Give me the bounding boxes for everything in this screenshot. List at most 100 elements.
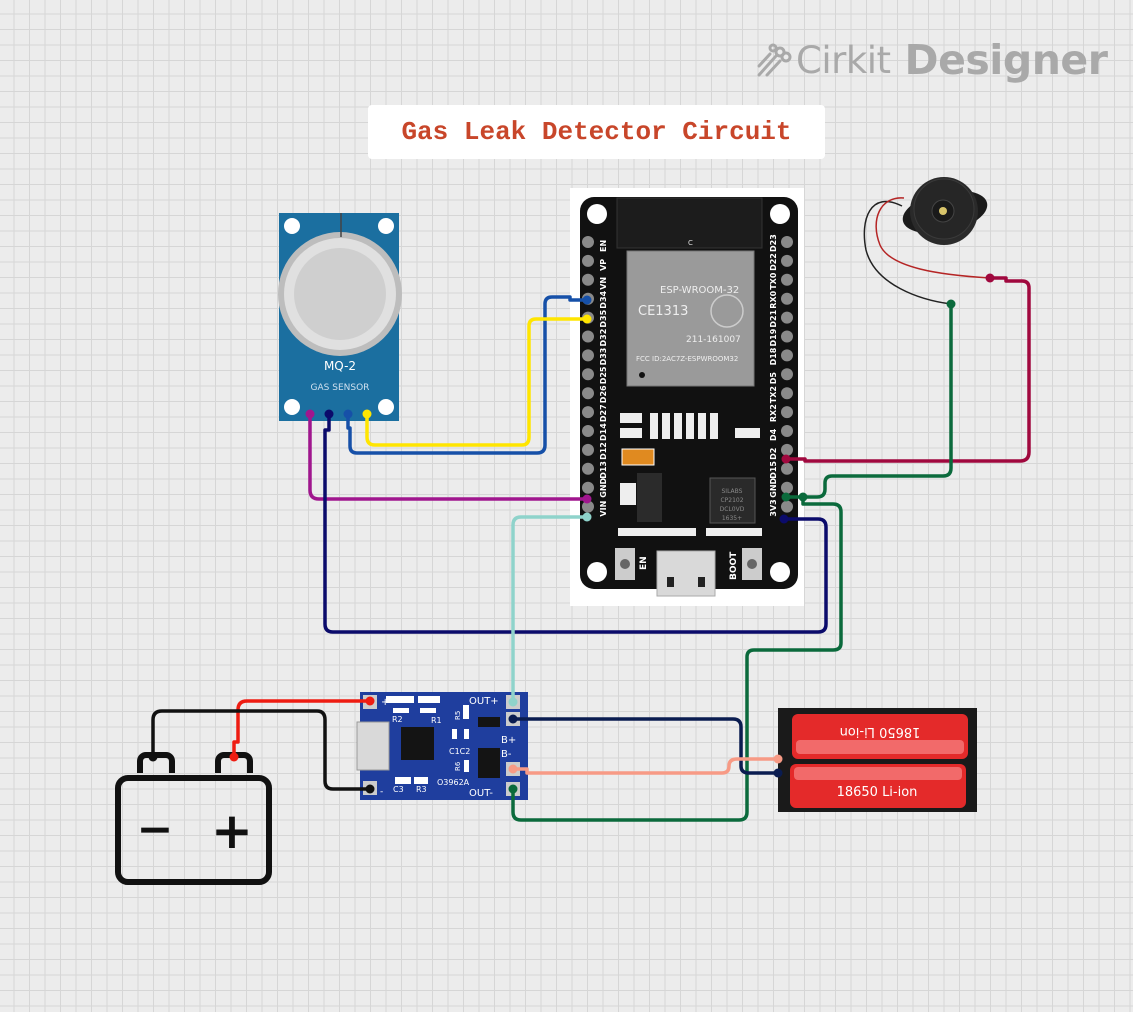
wire-battery-plus-to-charger[interactable] <box>232 699 372 759</box>
wire-endpoint[interactable] <box>229 752 239 762</box>
pin-tx2[interactable] <box>781 387 793 400</box>
battery-holder-2x18650[interactable]: 18650 Li-ion 18650 Li-ion <box>778 708 977 812</box>
wire-endpoint[interactable] <box>324 409 334 419</box>
charger-usb-port[interactable] <box>356 721 390 771</box>
wire-endpoint[interactable] <box>508 784 518 794</box>
regulator-tab <box>620 483 636 505</box>
antenna-area <box>616 197 763 249</box>
pin-d12[interactable] <box>582 443 594 456</box>
wire-endpoint[interactable] <box>305 409 315 419</box>
circuit-title: Gas Leak Detector Circuit <box>401 117 792 147</box>
mount-hole <box>284 399 300 415</box>
wire-endpoint[interactable] <box>365 784 375 794</box>
wire-endpoint[interactable] <box>508 764 518 774</box>
pin-d4[interactable] <box>781 425 793 437</box>
pin-d25[interactable] <box>582 368 594 381</box>
pin-vp[interactable] <box>582 254 594 267</box>
wire-endpoint[interactable] <box>508 697 518 707</box>
pin-tx0[interactable] <box>781 273 793 286</box>
pin-label: D19 <box>769 328 778 346</box>
wire-bplus-to-battery[interactable] <box>511 717 780 775</box>
pin-d21[interactable] <box>781 311 793 324</box>
wire-d2-to-buzzer[interactable] <box>784 276 1031 463</box>
wire-vin-to-out-plus[interactable] <box>511 515 589 704</box>
pin-rx0[interactable] <box>781 292 793 305</box>
label-ic: O3962A <box>437 778 470 787</box>
right-pin-header: D23D22TX0RX0D21D19D18D5TX2RX2D4D2D15GND3… <box>769 234 793 517</box>
pin-label: D32 <box>599 329 608 347</box>
pin-d14[interactable] <box>582 425 594 437</box>
pin-d19[interactable] <box>781 330 793 343</box>
wire-endpoint[interactable] <box>582 295 592 305</box>
left-pin-header: ENVPVND34D35D32D33D25D26D27D14D12D13GNDV… <box>582 236 608 517</box>
pin-label: D12 <box>599 442 608 460</box>
esp-wroom-module <box>626 250 755 387</box>
mq2-gas-sensor[interactable]: MQ-2 GAS SENSOR <box>278 213 402 421</box>
pin-en[interactable] <box>582 236 594 248</box>
wire-endpoint[interactable] <box>148 752 158 762</box>
chip-line: CP2102 <box>720 497 743 504</box>
wire-mq2-vcc-to-d35[interactable] <box>365 317 589 447</box>
esp32-devkit[interactable]: C ESP-WROOM-32 CE1313 211-161007 FCC ID:… <box>570 188 804 606</box>
mount-hole <box>378 218 394 234</box>
pin-gnd[interactable] <box>781 481 793 494</box>
wire-gnd-to-out-minus[interactable] <box>511 495 843 822</box>
pin-d26[interactable] <box>582 387 594 400</box>
wire-endpoint[interactable] <box>582 512 592 522</box>
wire-gnd-to-buzzer[interactable] <box>784 302 953 499</box>
wire-endpoint[interactable] <box>773 768 783 778</box>
pin-label: D2 <box>769 448 778 460</box>
pin-rx2[interactable] <box>781 406 793 419</box>
pin-d27[interactable] <box>582 406 594 419</box>
wire-endpoint[interactable] <box>946 299 956 309</box>
wire-endpoint[interactable] <box>508 714 518 724</box>
wire-endpoint[interactable] <box>773 754 783 764</box>
pin-d18[interactable] <box>781 349 793 362</box>
wire-endpoint[interactable] <box>781 492 791 502</box>
boot-label: BOOT <box>729 551 739 580</box>
cert-label: 211-161007 <box>686 335 741 345</box>
wire-endpoint[interactable] <box>779 514 789 524</box>
wire-mq2-gnd-to-3v3[interactable] <box>323 412 828 634</box>
wire-battery-minus-to-charger[interactable] <box>151 709 372 791</box>
pin-3v3[interactable] <box>781 500 793 513</box>
buzzer-black-lead <box>863 200 952 305</box>
title-box[interactable]: Gas Leak Detector Circuit <box>368 105 825 159</box>
pin-d32[interactable] <box>582 330 594 343</box>
pin-vin[interactable] <box>582 500 594 513</box>
pin-label: D14 <box>599 423 608 441</box>
micro-usb-port[interactable] <box>656 550 716 597</box>
wire-bminus-to-battery[interactable] <box>511 757 780 775</box>
pin-d15[interactable] <box>781 462 793 475</box>
pin-gnd[interactable] <box>582 481 594 494</box>
piezo-buzzer[interactable] <box>863 177 991 305</box>
wire-endpoint[interactable] <box>781 454 791 464</box>
en-button-cap[interactable] <box>620 559 630 569</box>
wire-endpoint[interactable] <box>365 696 375 706</box>
pin-vn[interactable] <box>582 273 594 286</box>
wire-endpoint[interactable] <box>582 494 592 504</box>
battery-symbol[interactable]: − + <box>115 752 272 885</box>
label-plus: + <box>381 697 389 708</box>
boot-button-cap[interactable] <box>747 559 757 569</box>
pin-label: 3V3 <box>769 499 778 516</box>
pin-label: D34 <box>599 290 608 308</box>
pin-d33[interactable] <box>582 349 594 362</box>
pin-d13[interactable] <box>582 462 594 475</box>
module-label: ESP-WROOM-32 <box>660 285 739 296</box>
pin-label: D22 <box>769 253 778 271</box>
wire-endpoint[interactable] <box>362 409 372 419</box>
pin-d23[interactable] <box>781 236 793 248</box>
wire-endpoint[interactable] <box>582 314 592 324</box>
wire-endpoint[interactable] <box>343 409 353 419</box>
wire-mq2-a0-to-gnd[interactable] <box>308 412 589 501</box>
wire-mq2-d0-to-d34[interactable] <box>346 295 589 455</box>
pin-label: VP <box>599 259 608 271</box>
pin-d2[interactable] <box>781 443 793 456</box>
wire-endpoint[interactable] <box>985 273 995 283</box>
wire-endpoint[interactable] <box>798 492 808 502</box>
wires-layer <box>151 276 1031 822</box>
tp4056-charger-module[interactable]: + - OUT+ OUT- B+ B- R2 R1 C3 R3 C1C2 O39… <box>356 692 528 800</box>
pin-d22[interactable] <box>781 254 793 267</box>
pin-d5[interactable] <box>781 368 793 381</box>
